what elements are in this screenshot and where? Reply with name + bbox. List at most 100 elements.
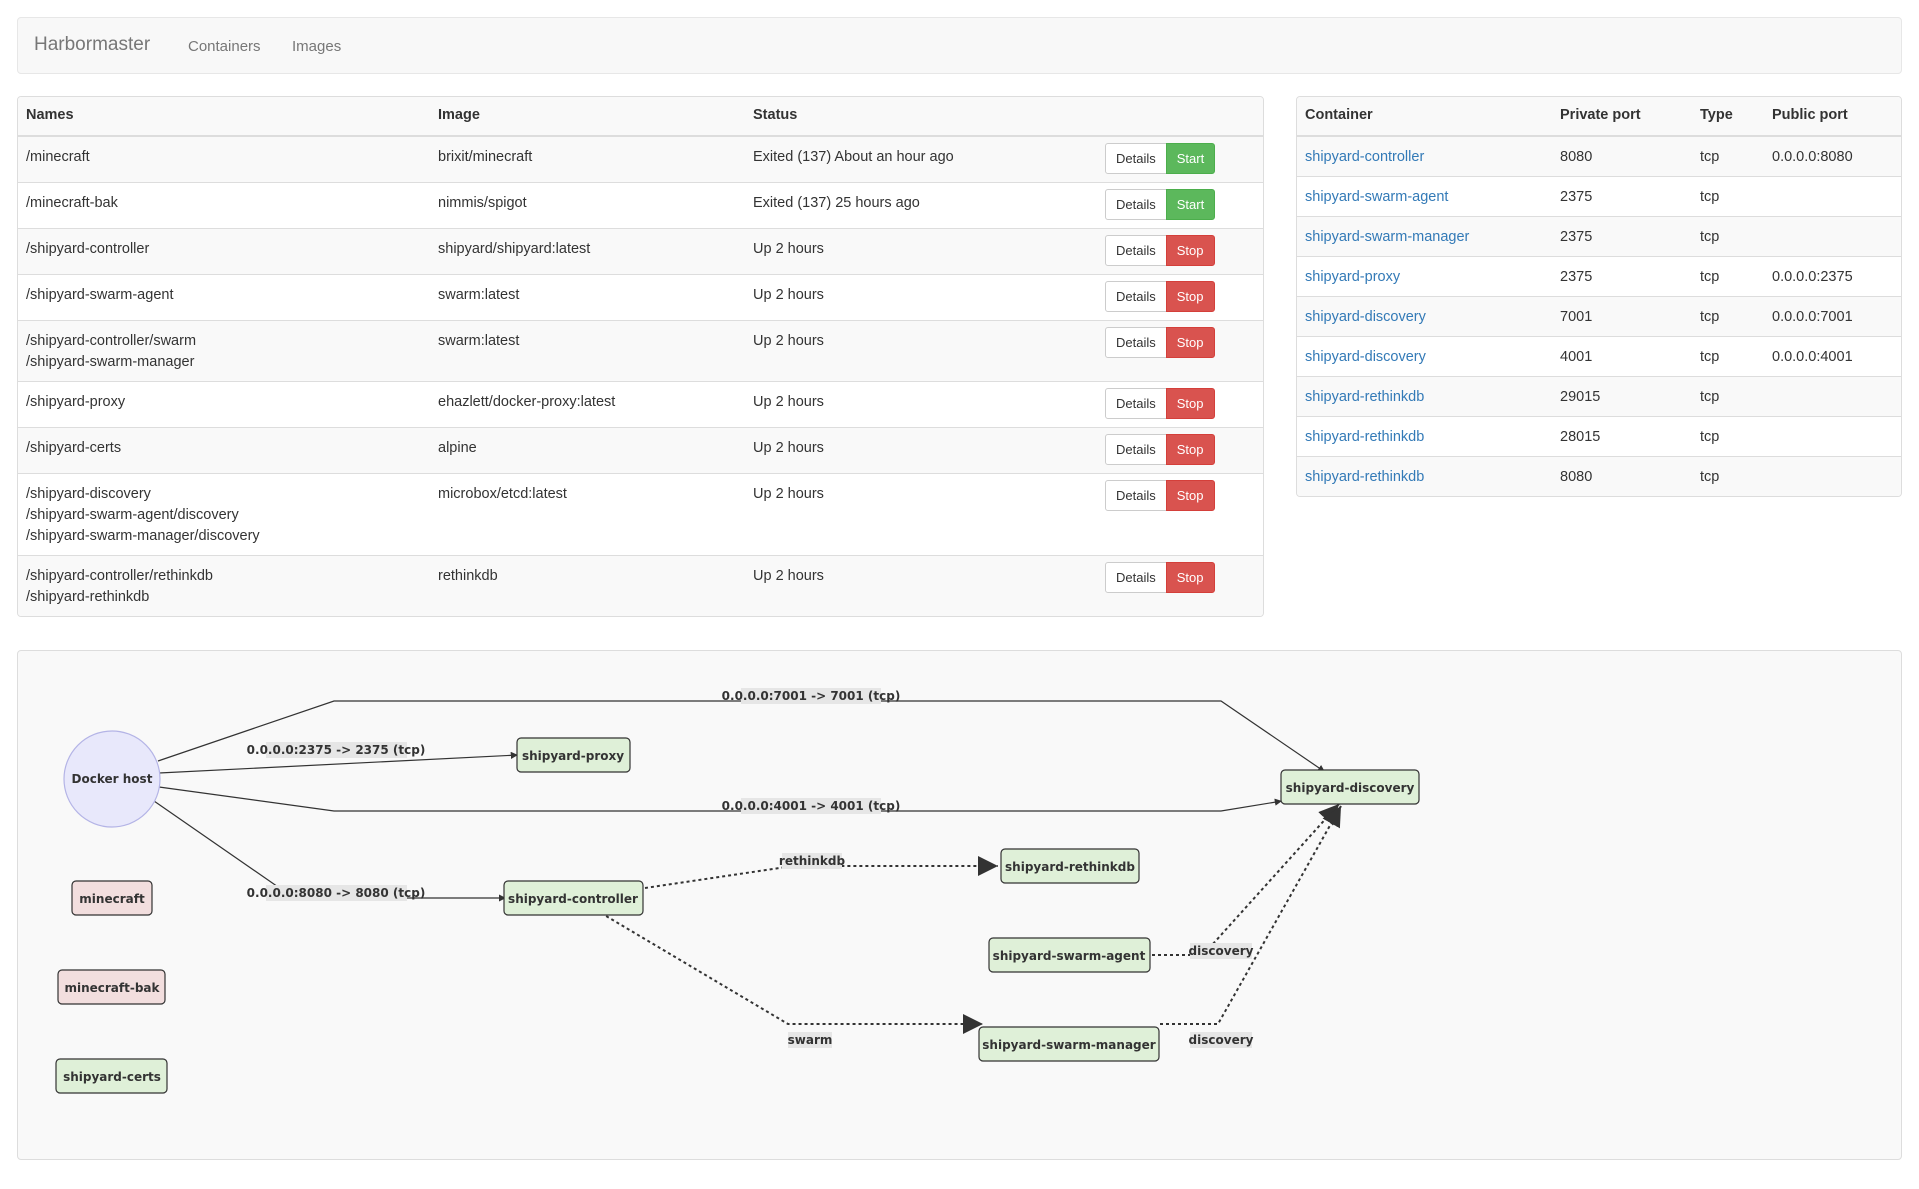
details-button[interactable]: Details bbox=[1105, 143, 1167, 174]
node-shipyard-discovery[interactable]: shipyard-discovery bbox=[1280, 769, 1420, 805]
start-button[interactable]: Start bbox=[1165, 189, 1216, 220]
brand-link[interactable]: Harbormaster bbox=[34, 34, 151, 55]
start-button[interactable]: Start bbox=[1165, 143, 1216, 174]
column-header-status: Status bbox=[745, 97, 1097, 137]
container-image-cell: brixit/minecraft bbox=[430, 135, 745, 183]
svg-text:swarm: swarm bbox=[788, 1033, 833, 1047]
container-name: /shipyard-discovery bbox=[26, 486, 151, 502]
container-status-cell: Up 2 hours bbox=[745, 555, 1097, 616]
container-status-cell: Exited (137) About an hour ago bbox=[745, 135, 1097, 183]
container-link[interactable]: shipyard-swarm-manager bbox=[1305, 229, 1470, 245]
port-type-cell: tcp bbox=[1692, 296, 1764, 337]
private-port-cell: 28015 bbox=[1552, 416, 1692, 457]
node-shipyard-swarm-manager[interactable]: shipyard-swarm-manager bbox=[978, 1026, 1160, 1062]
details-button[interactable]: Details bbox=[1105, 434, 1167, 465]
stop-button[interactable]: Stop bbox=[1165, 562, 1215, 593]
port-type-cell: tcp bbox=[1692, 376, 1764, 417]
container-link[interactable]: shipyard-discovery bbox=[1305, 309, 1426, 325]
stop-button[interactable]: Stop bbox=[1165, 388, 1215, 419]
svg-text:shipyard-swarm-manager: shipyard-swarm-manager bbox=[982, 1038, 1155, 1052]
svg-text:Docker host: Docker host bbox=[72, 772, 153, 786]
node-shipyard-controller[interactable]: shipyard-controller bbox=[503, 880, 644, 916]
stop-button[interactable]: Stop bbox=[1165, 235, 1215, 266]
edge-controller-swarm-manager bbox=[600, 912, 983, 1034]
node-docker-host[interactable]: Docker host bbox=[63, 730, 161, 828]
svg-text:discovery: discovery bbox=[1189, 1033, 1254, 1047]
details-button[interactable]: Details bbox=[1105, 235, 1167, 266]
container-link[interactable]: shipyard-swarm-agent bbox=[1305, 189, 1449, 205]
node-shipyard-proxy[interactable]: shipyard-proxy bbox=[516, 737, 631, 773]
edge-label-7001: 0.0.0.0:7001 -> 7001 (tcp) bbox=[722, 688, 900, 704]
node-shipyard-swarm-agent[interactable]: shipyard-swarm-agent bbox=[988, 937, 1151, 973]
svg-text:0.0.0.0:4001 -> 4001 (tcp): 0.0.0.0:4001 -> 4001 (tcp) bbox=[722, 799, 901, 813]
svg-text:minecraft: minecraft bbox=[79, 892, 145, 906]
nav-containers-link[interactable]: Containers bbox=[188, 38, 261, 55]
svg-text:0.0.0.0:2375 -> 2375 (tcp): 0.0.0.0:2375 -> 2375 (tcp) bbox=[247, 743, 426, 757]
public-port-cell: 0.0.0.0:8080 bbox=[1764, 135, 1901, 177]
container-link[interactable]: shipyard-rethinkdb bbox=[1305, 389, 1425, 405]
port-type-cell: tcp bbox=[1692, 216, 1764, 257]
container-status-cell: Exited (137) 25 hours ago bbox=[745, 182, 1097, 229]
edge-host-discovery-7001 bbox=[157, 700, 1326, 773]
stop-button[interactable]: Stop bbox=[1165, 480, 1215, 511]
node-shipyard-rethinkdb[interactable]: shipyard-rethinkdb bbox=[1000, 848, 1140, 884]
edge-label-discovery-manager: discovery bbox=[1189, 1032, 1254, 1048]
container-link[interactable]: shipyard-rethinkdb bbox=[1305, 469, 1425, 485]
details-button[interactable]: Details bbox=[1105, 281, 1167, 312]
public-port-cell: 0.0.0.0:7001 bbox=[1764, 296, 1901, 337]
column-header-actions bbox=[1097, 97, 1263, 137]
container-image-cell: rethinkdb bbox=[430, 555, 745, 616]
container-image-cell: microbox/etcd:latest bbox=[430, 473, 745, 556]
container-link[interactable]: shipyard-proxy bbox=[1305, 269, 1401, 285]
container-names-cell: /minecraft bbox=[18, 135, 430, 183]
port-container-cell: shipyard-rethinkdb bbox=[1297, 416, 1552, 457]
edge-controller-rethinkdb bbox=[644, 856, 998, 889]
container-image-cell: shipyard/shipyard:latest bbox=[430, 228, 745, 275]
container-link[interactable]: shipyard-rethinkdb bbox=[1305, 429, 1425, 445]
nav-images-link[interactable]: Images bbox=[292, 38, 342, 55]
node-minecraft-bak[interactable]: minecraft-bak bbox=[57, 969, 166, 1005]
container-status-cell: Up 2 hours bbox=[745, 274, 1097, 321]
column-header-image: Image bbox=[430, 97, 745, 137]
edge-swarm-agent-discovery bbox=[1152, 803, 1340, 956]
edge-swarm-manager-discovery bbox=[1160, 805, 1342, 1025]
container-graph: 0.0.0.0:7001 -> 7001 (tcp) 0.0.0.0:2375 … bbox=[55, 688, 1420, 1094]
container-link[interactable]: shipyard-discovery bbox=[1305, 349, 1426, 365]
container-name: /shipyard-controller/rethinkdb bbox=[26, 568, 213, 584]
column-header-type: Type bbox=[1692, 97, 1764, 137]
details-button[interactable]: Details bbox=[1105, 388, 1167, 419]
container-name: /shipyard-swarm-manager/discovery bbox=[26, 528, 260, 544]
container-name: /shipyard-proxy bbox=[26, 394, 126, 410]
details-button[interactable]: Details bbox=[1105, 480, 1167, 511]
stop-button[interactable]: Stop bbox=[1165, 434, 1215, 465]
container-names-cell: /shipyard-controller/rethinkdb/shipyard-… bbox=[18, 555, 430, 616]
container-name: /shipyard-rethinkdb bbox=[26, 589, 150, 605]
edge-host-discovery-4001 bbox=[158, 786, 1283, 812]
edge-label-swarm: swarm bbox=[788, 1032, 833, 1048]
details-button[interactable]: Details bbox=[1105, 562, 1167, 593]
private-port-cell: 2375 bbox=[1552, 216, 1692, 257]
container-name: /shipyard-controller/swarm bbox=[26, 333, 197, 349]
svg-text:rethinkdb: rethinkdb bbox=[779, 854, 846, 868]
port-type-cell: tcp bbox=[1692, 256, 1764, 297]
node-shipyard-certs[interactable]: shipyard-certs bbox=[55, 1058, 168, 1094]
node-minecraft[interactable]: minecraft bbox=[71, 880, 153, 916]
svg-text:minecraft-bak: minecraft-bak bbox=[64, 981, 160, 995]
details-button[interactable]: Details bbox=[1105, 327, 1167, 358]
details-button[interactable]: Details bbox=[1105, 189, 1167, 220]
container-link[interactable]: shipyard-controller bbox=[1305, 149, 1425, 165]
stop-button[interactable]: Stop bbox=[1165, 327, 1215, 358]
container-names-cell: /minecraft-bak bbox=[18, 182, 430, 229]
stop-button[interactable]: Stop bbox=[1165, 281, 1215, 312]
